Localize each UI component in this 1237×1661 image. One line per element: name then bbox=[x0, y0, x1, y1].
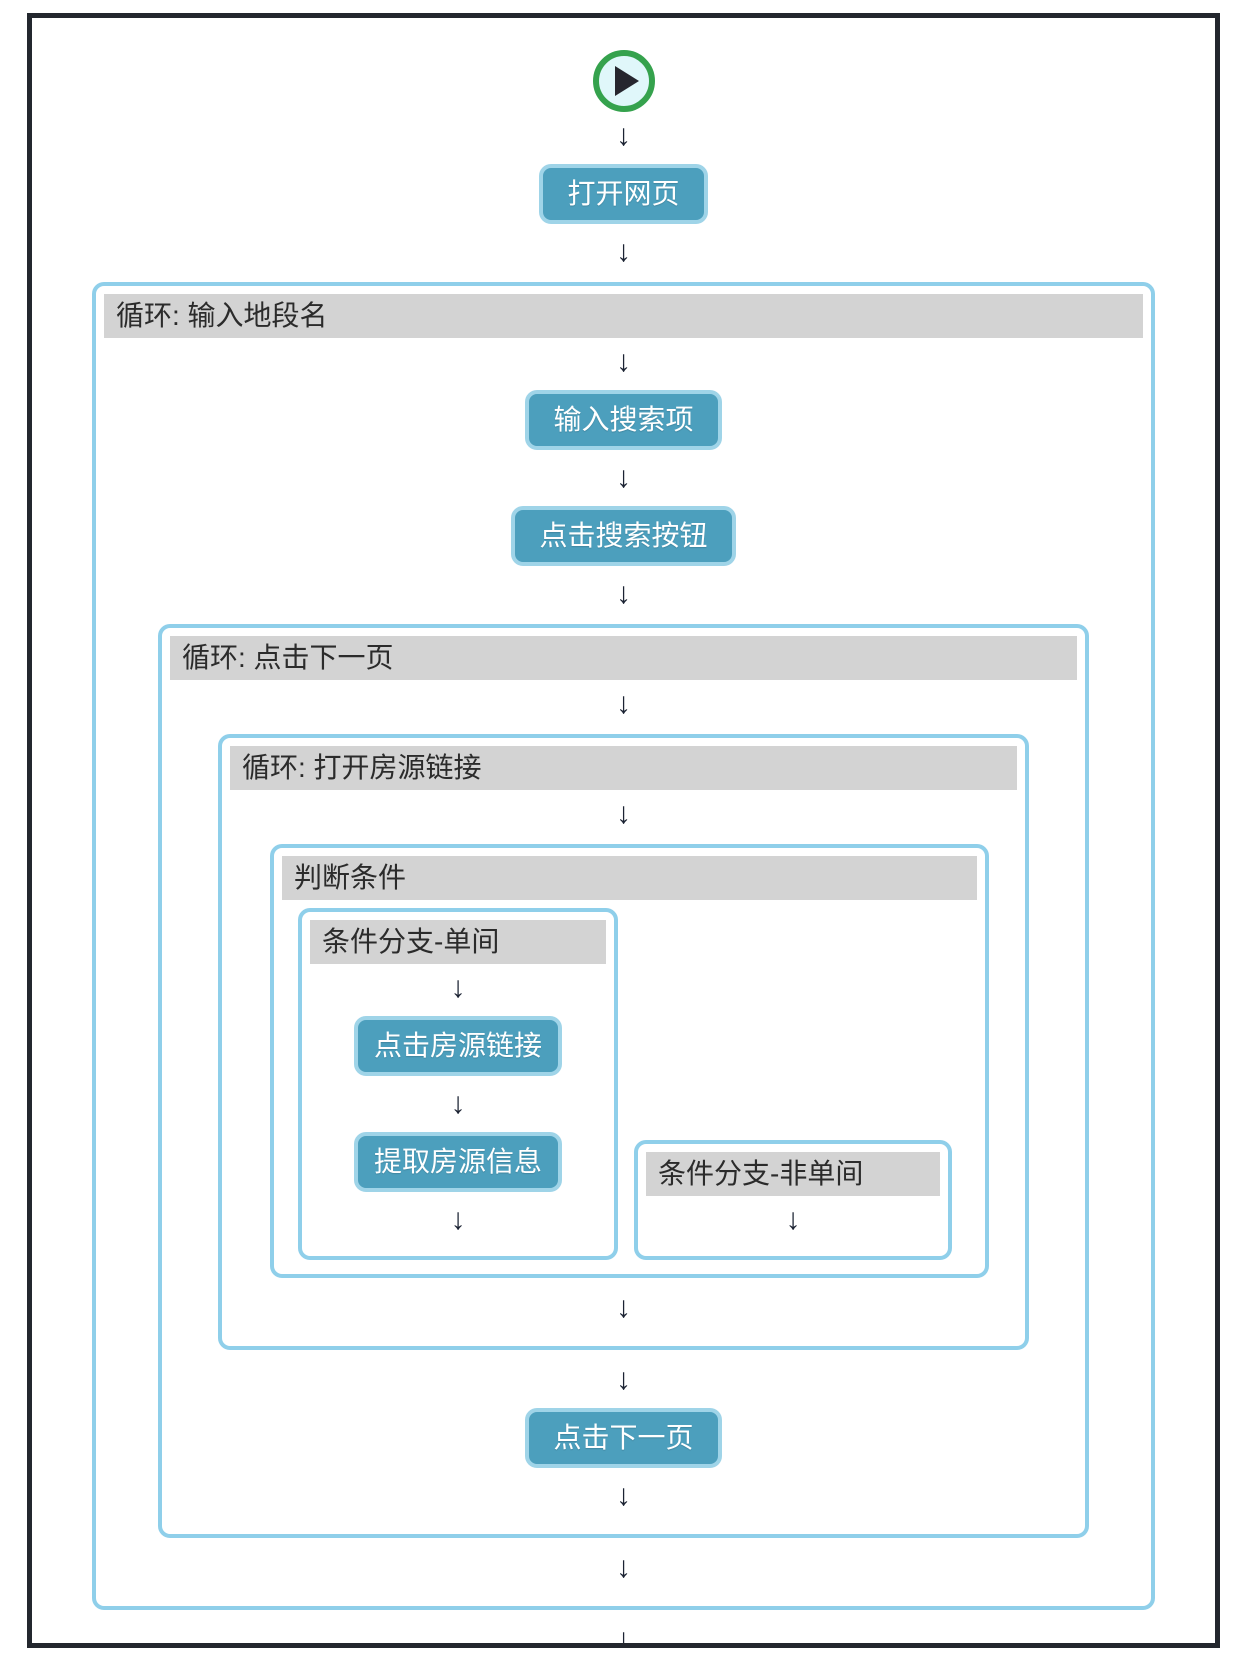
loop-click-next-page-container: 循环: 点击下一页 ↓ 循环: 打开房源链接 ↓ 判断条件 条件分支-单间 ↓ … bbox=[158, 624, 1089, 1538]
arrow-down-icon: ↓ bbox=[616, 345, 631, 378]
arrow-down-icon: ↓ bbox=[616, 1551, 631, 1584]
arrow-down-icon: ↓ bbox=[616, 687, 631, 720]
step-click-next-page[interactable]: 点击下一页 bbox=[525, 1408, 722, 1468]
arrow-down-icon: ↓ bbox=[616, 577, 631, 610]
branch-not-single-room-header[interactable]: 条件分支-非单间 bbox=[646, 1152, 940, 1196]
arrow-down-icon: ↓ bbox=[450, 971, 466, 1004]
loop-input-area-container: 循环: 输入地段名 ↓ 输入搜索项 ↓ 点击搜索按钮 ↓ 循环: 点击下一页 ↓… bbox=[92, 282, 1155, 1610]
loop-open-listing-link-container: 循环: 打开房源链接 ↓ 判断条件 条件分支-单间 ↓ 点击房源链接 ↓ 提取房… bbox=[218, 734, 1029, 1350]
workflow-canvas-frame: ↓ 打开网页 ↓ 循环: 输入地段名 ↓ 输入搜索项 ↓ 点击搜索按钮 ↓ 循环… bbox=[27, 13, 1220, 1648]
arrow-down-icon: ↓ bbox=[616, 1479, 631, 1512]
loop-click-next-page-header[interactable]: 循环: 点击下一页 bbox=[170, 636, 1077, 680]
workflow-flow-column: ↓ 打开网页 ↓ 循环: 输入地段名 ↓ 输入搜索项 ↓ 点击搜索按钮 ↓ 循环… bbox=[32, 18, 1215, 1648]
loop-open-listing-link-header[interactable]: 循环: 打开房源链接 bbox=[230, 746, 1017, 790]
step-click-search-button[interactable]: 点击搜索按钮 bbox=[511, 506, 736, 566]
step-click-listing-link[interactable]: 点击房源链接 bbox=[353, 1016, 562, 1076]
arrow-down-icon: ↓ bbox=[616, 235, 631, 268]
arrow-down-icon: ↓ bbox=[785, 1203, 801, 1236]
condition-container: 判断条件 条件分支-单间 ↓ 点击房源链接 ↓ 提取房源信息 ↓ bbox=[270, 844, 989, 1278]
step-input-search-term[interactable]: 输入搜索项 bbox=[525, 390, 722, 450]
loop-input-area-header[interactable]: 循环: 输入地段名 bbox=[104, 294, 1143, 338]
step-extract-listing-info[interactable]: 提取房源信息 bbox=[353, 1132, 562, 1192]
start-node[interactable] bbox=[592, 50, 655, 112]
step-open-webpage[interactable]: 打开网页 bbox=[539, 164, 708, 224]
play-icon bbox=[614, 66, 639, 96]
arrow-down-icon: ↓ bbox=[450, 1087, 466, 1120]
condition-branch-row: 条件分支-单间 ↓ 点击房源链接 ↓ 提取房源信息 ↓ 条件分支-非单间 ↓ bbox=[274, 900, 985, 1260]
arrow-down-icon: ↓ bbox=[616, 461, 631, 494]
branch-not-single-room-container: 条件分支-非单间 ↓ bbox=[634, 1140, 952, 1260]
arrow-down-icon: ↓ bbox=[616, 1363, 631, 1396]
arrow-down-icon: ↓ bbox=[450, 1203, 466, 1236]
arrow-down-icon: ↓ bbox=[616, 797, 631, 830]
branch-single-room-container: 条件分支-单间 ↓ 点击房源链接 ↓ 提取房源信息 ↓ bbox=[298, 908, 618, 1260]
arrow-down-icon: ↓ bbox=[616, 1291, 631, 1324]
arrow-down-icon: ↓ bbox=[616, 1623, 631, 1648]
condition-header[interactable]: 判断条件 bbox=[282, 856, 977, 900]
branch-single-room-header[interactable]: 条件分支-单间 bbox=[310, 920, 606, 964]
arrow-down-icon: ↓ bbox=[616, 119, 631, 152]
